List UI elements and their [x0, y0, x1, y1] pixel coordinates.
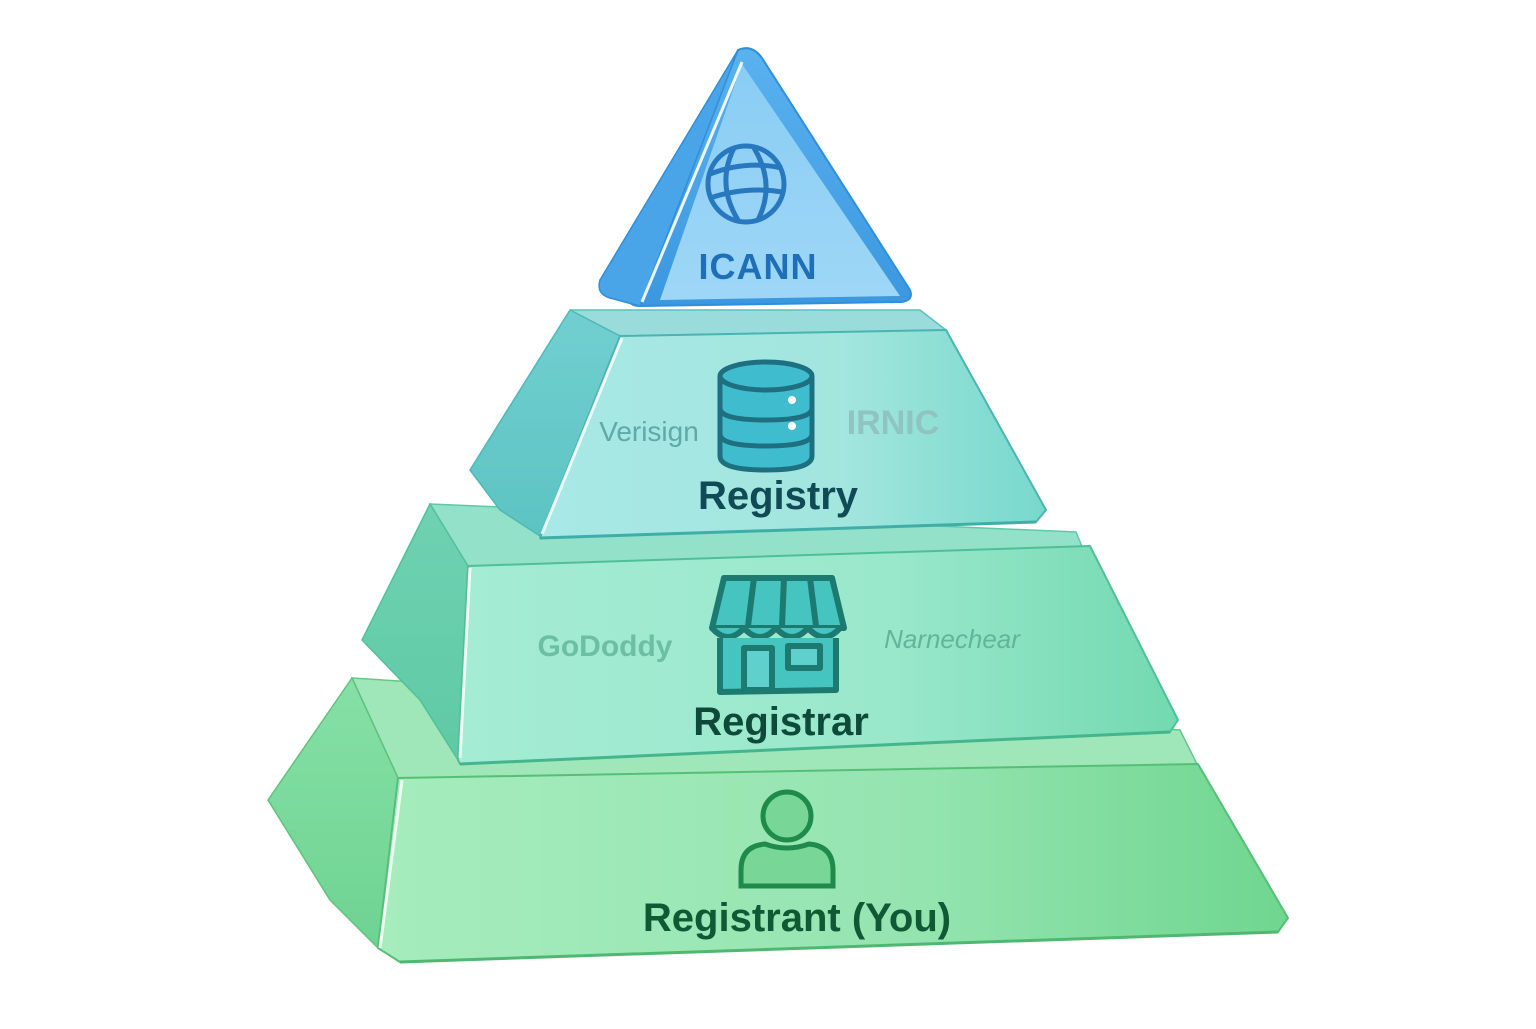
registrar-example-gododdy: GoDoddy: [537, 630, 673, 663]
icann-label: ICANN: [698, 246, 818, 287]
tier-icann: [598, 47, 912, 307]
database-icon: [717, 359, 815, 473]
registrar-label: Registrar: [693, 700, 869, 744]
registry-example-irnic: IRNIC: [846, 404, 940, 442]
registrar-example-narnechear: Narnechear: [884, 624, 1020, 654]
registrant-label: Registrant (You): [642, 896, 952, 940]
storefront-icon: [709, 575, 847, 695]
registry-label: Registry: [697, 474, 859, 518]
registry-example-verisign: Verisign: [599, 416, 699, 447]
user-icon: [738, 789, 836, 889]
globe-icon: [705, 143, 787, 225]
